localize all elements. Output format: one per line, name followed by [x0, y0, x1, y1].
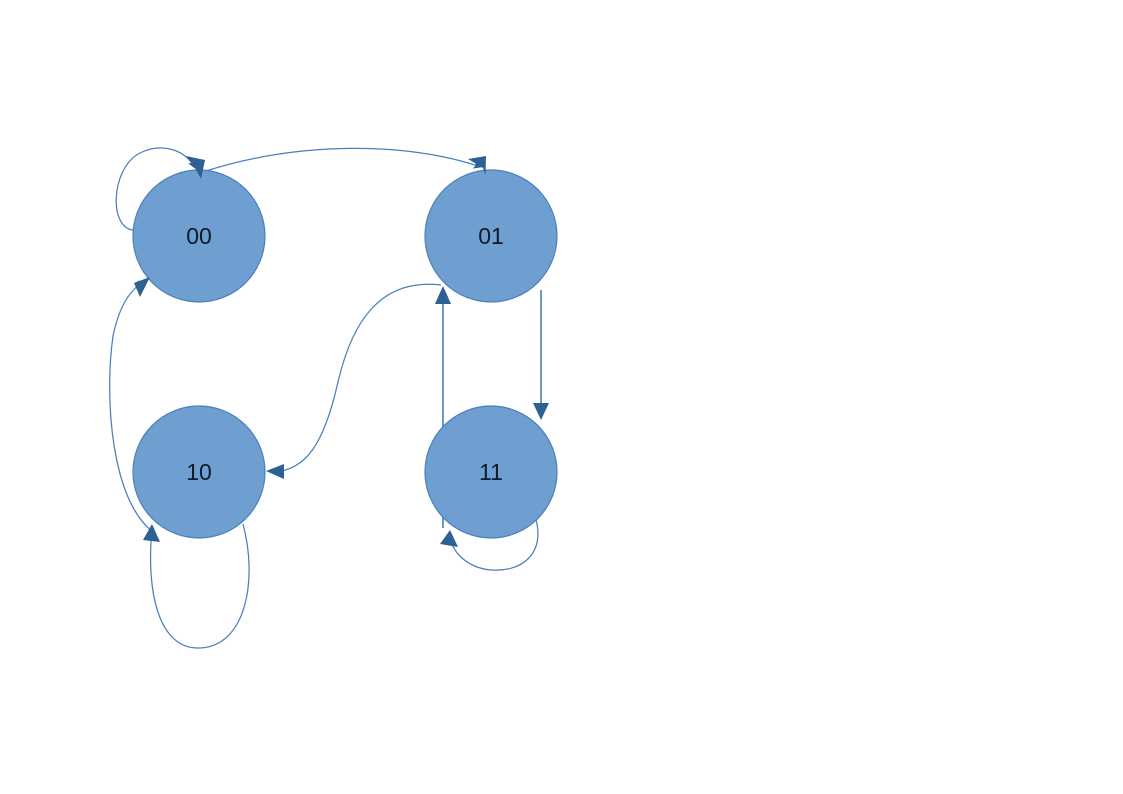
edge-11-to-11[interactable] — [445, 518, 539, 571]
arrowhead-into-00-top — [186, 156, 205, 179]
arrowhead-into-00-bottomleft — [134, 277, 150, 297]
arrowhead-into-10-bottomleft — [143, 524, 160, 542]
arrowhead-into-01-topleft — [468, 156, 486, 175]
node-00-label: 00 — [186, 223, 212, 249]
node-01-label: 01 — [478, 223, 504, 249]
arrowhead-into-11-topright — [533, 403, 549, 420]
edge-00-to-01[interactable] — [205, 147, 482, 172]
arrowhead-into-10-right — [266, 464, 284, 479]
node-01[interactable]: 01 — [424, 169, 558, 303]
node-11[interactable]: 11 — [424, 405, 558, 539]
node-10-label: 10 — [186, 459, 212, 485]
nodes-layer: 00 01 10 11 — [132, 169, 558, 539]
node-11-label: 11 — [479, 459, 503, 485]
arrowhead-into-11-bottomleft — [440, 530, 458, 547]
edge-01-to-10[interactable] — [273, 283, 442, 476]
edge-10-to-10[interactable] — [147, 523, 250, 649]
node-01-circle[interactable] — [424, 169, 558, 303]
edge-00-to-00[interactable] — [115, 147, 196, 231]
arrowheads-overlay — [134, 156, 549, 547]
node-10[interactable]: 10 — [132, 405, 266, 539]
node-11-circle[interactable] — [424, 405, 558, 539]
node-10-circle[interactable] — [132, 405, 266, 539]
arrowhead-into-01-bottomleft — [435, 286, 451, 304]
node-00[interactable]: 00 — [132, 169, 266, 303]
edge-10-to-00[interactable] — [109, 280, 153, 532]
